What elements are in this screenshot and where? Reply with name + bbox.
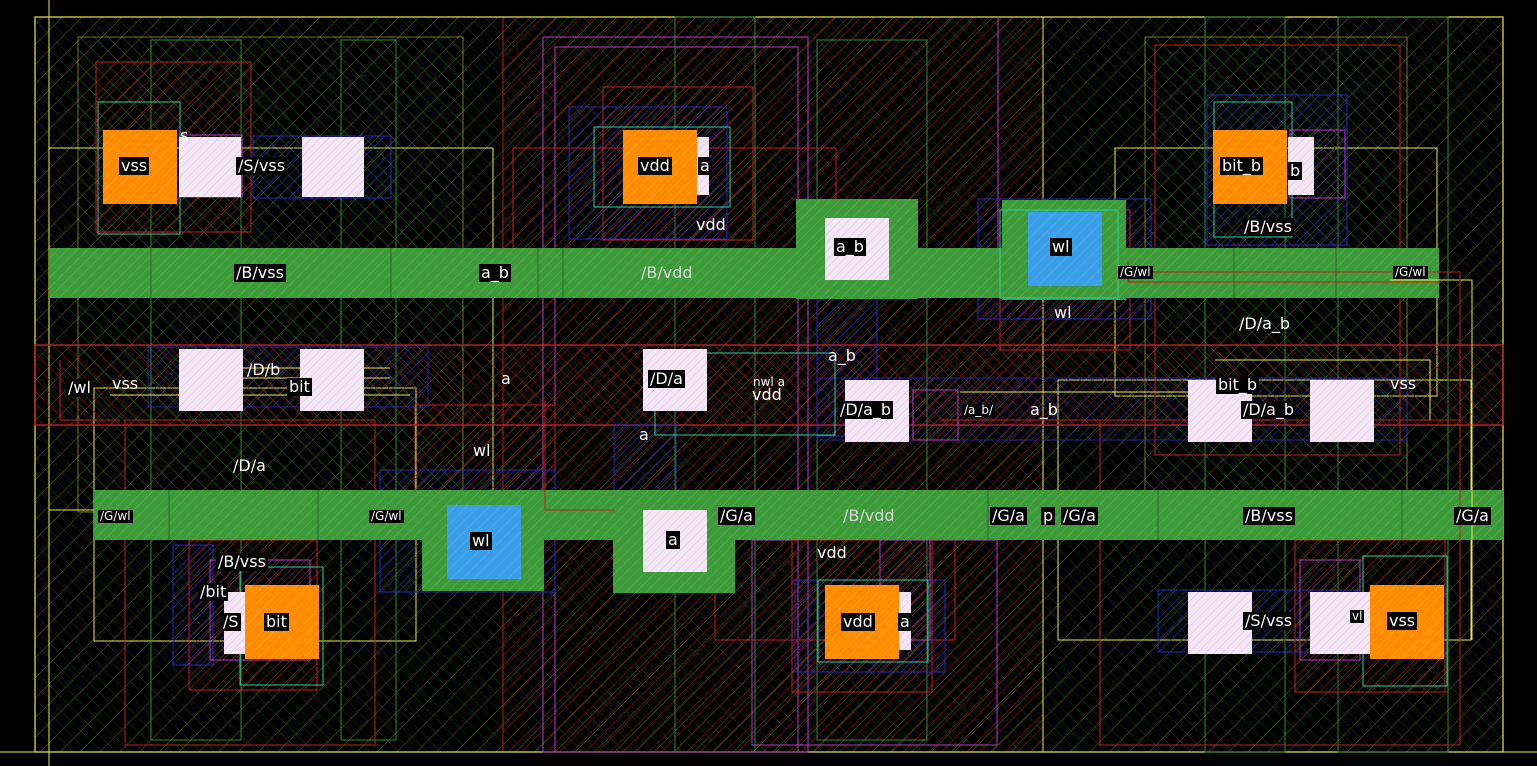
label-g-wl-band2b: /G/wl bbox=[369, 509, 404, 523]
label-b-vss-band1: /B/vss bbox=[234, 263, 286, 282]
label-a-mid: a bbox=[501, 369, 511, 388]
label-s-low: /S bbox=[221, 612, 241, 631]
label-d-a-lower: /D/a bbox=[233, 456, 266, 475]
label-d-a-b-right: /D/a_b bbox=[1241, 400, 1297, 419]
label-bit-mid: bit bbox=[287, 377, 312, 396]
label-a-pin-low: a bbox=[666, 530, 680, 549]
label-s-vss-top: /S/vss bbox=[236, 156, 288, 175]
label-g-a-band2: /G/a bbox=[718, 506, 755, 525]
label-a-b-band1: a_b bbox=[479, 263, 511, 282]
label-nwl-a: nwl a bbox=[753, 375, 785, 389]
label-wl-left: /wl bbox=[66, 378, 93, 397]
label-vdd-low-a: a bbox=[898, 612, 912, 631]
label-g-wl-right: /G/wl bbox=[1393, 265, 1428, 279]
label-vdd-low-text: vdd bbox=[817, 543, 847, 562]
label-b-vss-band2: /B/vss bbox=[1243, 506, 1295, 525]
label-g-a-band2b: /G/a bbox=[990, 506, 1027, 525]
label-a-b-pin: a_b bbox=[834, 237, 866, 256]
label-vdd-mid: vdd bbox=[752, 385, 782, 404]
label-g-a-band2c: /G/a bbox=[1061, 506, 1098, 525]
label-b-top: b bbox=[1288, 161, 1303, 180]
label-vl-low: vl bbox=[1350, 609, 1365, 623]
label-bit-pin-low: bit bbox=[264, 612, 289, 631]
label-wl-lower: wl bbox=[473, 441, 491, 460]
label-d-a-mid: /D/a bbox=[648, 369, 685, 388]
label-b-vdd-band2: /B/vdd bbox=[843, 506, 895, 525]
label-vss-pin-low: vss bbox=[1387, 611, 1418, 630]
label-vdd-top-a: a bbox=[698, 156, 712, 175]
label-a-b-mid2: a_b bbox=[1030, 400, 1058, 419]
label-vdd-pin-low: vdd bbox=[841, 612, 875, 631]
label-a-b-small: /a_b/ bbox=[962, 403, 996, 417]
label-g-wl-band1: /G/wl bbox=[1118, 265, 1153, 279]
label-d-a-b-mid: /D/a_b bbox=[838, 400, 894, 419]
label-vdd-top-pin: vdd bbox=[638, 156, 672, 175]
label-vss-left: vss bbox=[112, 374, 139, 393]
label-s-vss-low: /S/vss bbox=[1243, 611, 1295, 630]
label-g-a-band2d: /G/a bbox=[1454, 506, 1491, 525]
label-vss-right: vss bbox=[1390, 374, 1417, 393]
label-bit-low-side: /bit bbox=[198, 582, 229, 601]
label-p-band2: p bbox=[1041, 506, 1056, 525]
label-a-b-mid: a_b bbox=[828, 346, 856, 365]
label-vss-top-pin: vss bbox=[119, 156, 150, 175]
label-bit-b-pin: bit_b bbox=[1220, 156, 1264, 175]
label-wl-top-pin: wl bbox=[1050, 237, 1072, 256]
label-a-lower: a bbox=[639, 425, 649, 444]
label-b-vdd-band1: /B/vdd bbox=[641, 263, 693, 282]
label-bit-b-mid: bit_b bbox=[1216, 375, 1260, 394]
label-d-a-b-upper: /D/a_b bbox=[1239, 314, 1291, 333]
label-wl-text-top: wl bbox=[1054, 303, 1072, 322]
label-vdd-top-text: vdd bbox=[696, 215, 726, 234]
label-g-wl-band2: /G/wl bbox=[98, 509, 133, 523]
label-d-b-mid: /D/b bbox=[247, 360, 281, 379]
label-b-vss-top: /B/vss bbox=[1242, 217, 1294, 236]
label-b-vss-low: /B/vss bbox=[216, 552, 268, 571]
label-s-top: s bbox=[180, 126, 189, 145]
label-wl-pin-low: wl bbox=[470, 531, 492, 550]
